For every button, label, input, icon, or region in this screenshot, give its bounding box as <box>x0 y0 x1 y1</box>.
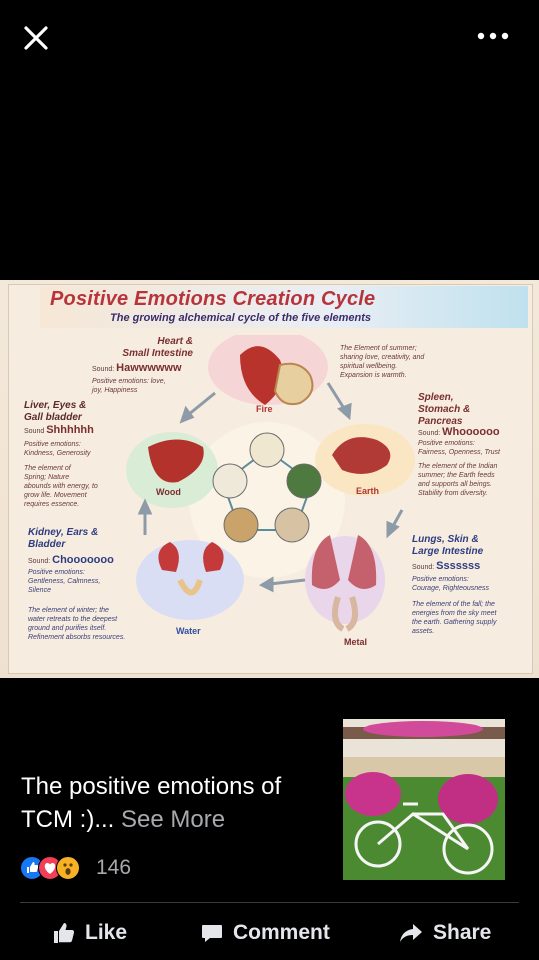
garden-bicycle-image <box>343 719 505 880</box>
fire-description: The Element of summer;sharing love, crea… <box>340 345 425 379</box>
share-arrow-icon <box>400 924 422 942</box>
thumbs-up-icon <box>54 923 75 943</box>
like-button[interactable]: Like <box>52 918 127 948</box>
fire-label: Fire <box>256 404 273 414</box>
more-horizontal-icon[interactable] <box>475 24 511 48</box>
reaction-count: 146 <box>96 856 132 879</box>
five-elements-cycle-diagram <box>126 335 415 632</box>
water-sound: Sound: Chooooooo <box>28 554 114 566</box>
earth-sound: Sound: Whoooooo <box>418 426 500 438</box>
wood-organs: Liver, Eyes &Gall bladder <box>24 400 87 423</box>
water-organs: Kidney, Ears &Bladder <box>28 527 99 550</box>
see-more-link[interactable]: See More <box>121 806 226 833</box>
caption-line-2: TCM :)... <box>21 806 115 833</box>
title-band <box>40 286 528 328</box>
viewer-top-bar <box>0 0 539 70</box>
fire-organ-line-1: Heart & <box>157 336 193 347</box>
fire-organ-line-2: Small Intestine <box>122 348 193 359</box>
metal-label: Metal <box>344 637 368 647</box>
metal-sound: Sound: Sssssss <box>412 560 481 572</box>
like-label: Like <box>85 921 128 944</box>
caption-line-1: The positive emotions of <box>21 773 282 800</box>
water-emotions: Positive emotions:Gentleness, Calmness,S… <box>28 569 101 594</box>
share-label: Share <box>433 921 492 944</box>
wow-reaction-icon <box>56 856 80 880</box>
comment-label: Comment <box>233 921 330 944</box>
fire-emotions: Positive emotions: love,joy, Happiness <box>92 378 166 394</box>
earth-organs: Spleen,Stomach &Pancreas <box>418 392 471 427</box>
poster-subtitle: The growing alchemical cycle of the five… <box>110 312 372 324</box>
close-icon[interactable] <box>20 22 52 54</box>
metal-organs: Lungs, Skin &Large Intestine <box>412 534 484 557</box>
water-label: Water <box>176 626 201 636</box>
post-caption: The positive emotions of TCM :)... See M… <box>21 770 321 836</box>
earth-emotions: Positive emotions:Fairness, Openness, Tr… <box>418 440 500 456</box>
wood-sound: Sound Shhhhhh <box>24 424 94 436</box>
actions-divider <box>20 902 519 903</box>
comment-icon <box>202 925 222 942</box>
metal-emotions: Positive emotions:Courage, Righteousness <box>412 576 490 592</box>
share-button[interactable]: Share <box>398 918 491 948</box>
poster-title: Positive Emotions Creation Cycle <box>50 288 376 310</box>
comment-button[interactable]: Comment <box>200 918 330 948</box>
next-photo-thumbnail[interactable] <box>343 719 505 880</box>
post-photo[interactable]: Positive Emotions Creation Cycle The gro… <box>0 280 539 678</box>
earth-label: Earth <box>356 486 380 496</box>
fire-block: Heart & Small Intestine <box>98 336 193 360</box>
wood-emotions: Positive emotions:Kindness, Generosity <box>24 441 91 457</box>
wood-label: Wood <box>156 487 181 497</box>
fire-sound: Sound: Hawwwwww <box>92 362 182 374</box>
